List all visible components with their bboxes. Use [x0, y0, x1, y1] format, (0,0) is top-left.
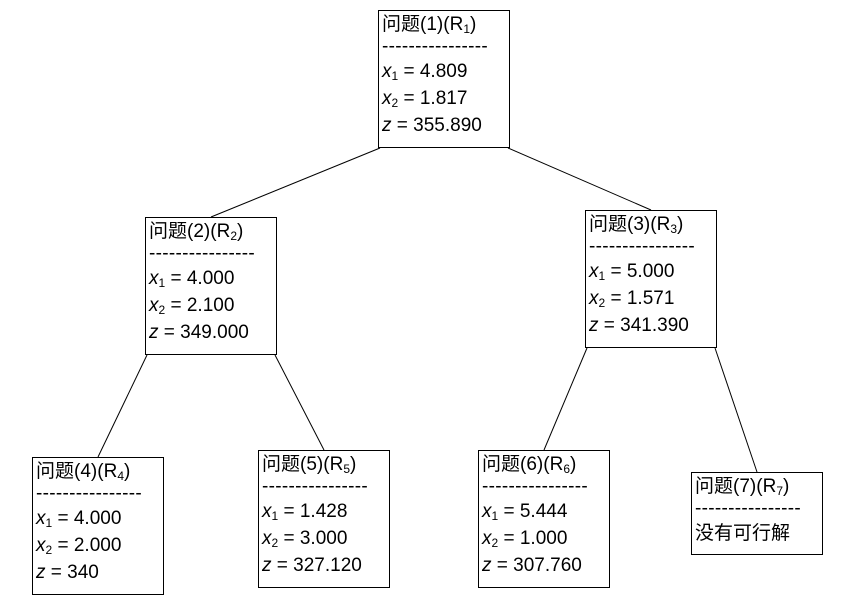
node-row-x1: x1 = 5.000	[589, 261, 675, 283]
node-separator: ----------------	[36, 488, 143, 504]
node-title: 问题(4)(R4)	[36, 461, 131, 483]
node-title: 问题(2)(R2)	[149, 221, 244, 243]
node-title: 问题(3)(R3)	[589, 214, 684, 236]
node-row-z: z = 349.000	[149, 322, 249, 343]
node-row-x1: x1 = 4.809	[382, 61, 468, 83]
node-separator: ----------------	[589, 241, 696, 257]
node-row-x1: x1 = 4.000	[36, 508, 122, 530]
node-title: 问题(1)(R1)	[382, 14, 477, 36]
node-row-x2: x2 = 2.000	[36, 535, 122, 557]
node-title: 问题(5)(R5)	[262, 454, 357, 476]
node-problem-7: 问题(7)(R7) ---------------- 没有可行解	[691, 472, 823, 555]
edge-1-2	[210, 147, 381, 218]
edge-3-6	[543, 347, 588, 451]
node-separator: ----------------	[695, 503, 802, 519]
node-problem-5: 问题(5)(R5) ---------------- x1 = 1.428 x2…	[258, 450, 390, 588]
node-row-x2: x2 = 1.817	[382, 88, 468, 110]
edge-1-3	[507, 147, 652, 211]
node-problem-3: 问题(3)(R3) ---------------- x1 = 5.000 x2…	[585, 210, 717, 348]
node-row-x1: x1 = 5.444	[482, 501, 568, 523]
node-separator: ----------------	[482, 481, 589, 497]
node-infeasible-note: 没有可行解	[695, 523, 791, 544]
node-row-x2: x2 = 1.571	[589, 288, 675, 310]
node-separator: ----------------	[149, 248, 256, 264]
node-separator: ----------------	[262, 481, 369, 497]
node-row-x2: x2 = 3.000	[262, 528, 348, 550]
edge-2-4	[97, 354, 148, 458]
node-problem-4: 问题(4)(R4) ---------------- x1 = 4.000 x2…	[32, 457, 164, 595]
node-problem-1: 问题(1)(R1) ---------------- x1 = 4.809 x2…	[378, 10, 510, 148]
node-row-z: z = 355.890	[382, 115, 482, 136]
edge-2-5	[274, 354, 325, 451]
node-row-z: z = 340	[36, 562, 99, 583]
node-title: 问题(6)(R6)	[482, 454, 577, 476]
node-row-x1: x1 = 1.428	[262, 501, 348, 523]
node-row-z: z = 341.390	[589, 315, 689, 336]
node-row-x1: x1 = 4.000	[149, 268, 235, 290]
node-title: 问题(7)(R7)	[695, 476, 790, 498]
node-row-z: z = 327.120	[262, 555, 362, 576]
edge-3-7	[714, 347, 758, 473]
node-separator: ----------------	[382, 41, 489, 57]
node-row-x2: x2 = 1.000	[482, 528, 568, 550]
node-problem-2: 问题(2)(R2) ---------------- x1 = 4.000 x2…	[145, 217, 277, 355]
node-row-z: z = 307.760	[482, 555, 582, 576]
node-row-x2: x2 = 2.100	[149, 295, 235, 317]
node-problem-6: 问题(6)(R6) ---------------- x1 = 5.444 x2…	[478, 450, 610, 588]
